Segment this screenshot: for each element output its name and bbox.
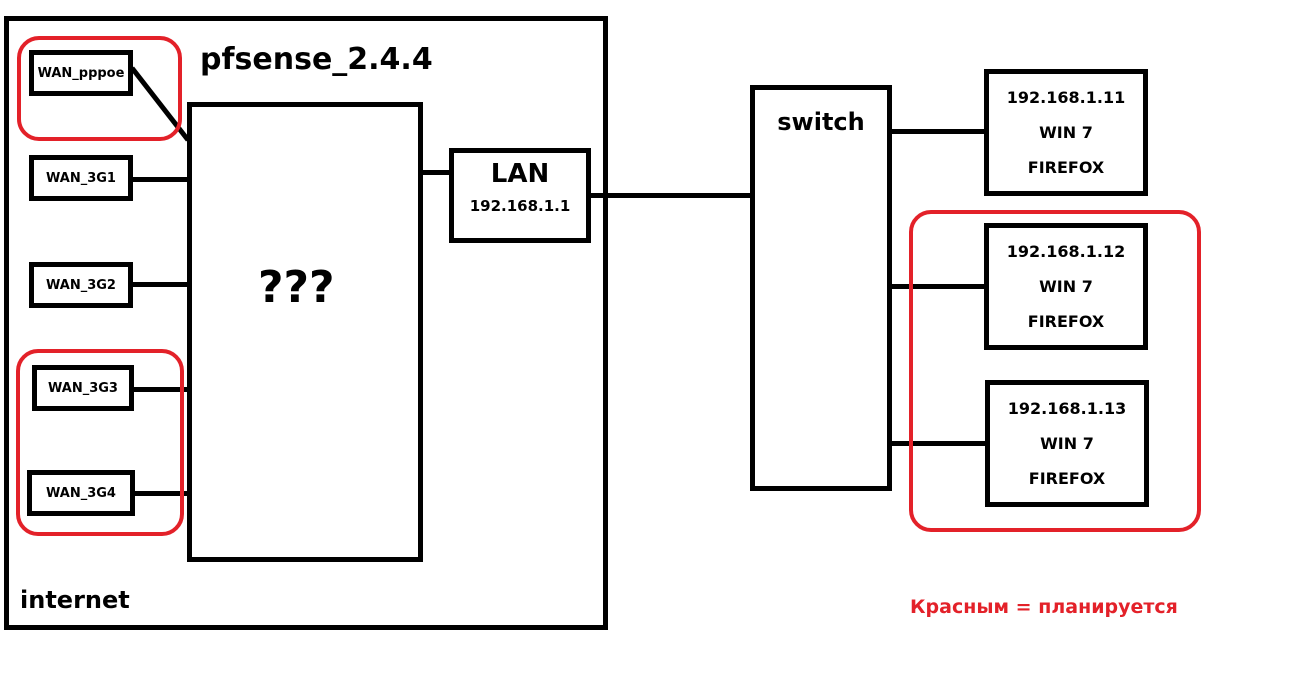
pfsense-title: pfsense_2.4.4 [200,42,433,77]
switch-host1-link [890,129,988,134]
wan-label: WAN_pppoe [37,65,125,81]
core-unknown-label: ??? [258,262,335,313]
wan-box: WAN_3G3 [32,365,134,411]
switch-host3-link [890,441,988,446]
wan-label: WAN_3G1 [46,170,116,186]
host-box: 192.168.1.12 WIN 7 FIREFOX [984,223,1148,350]
wan-label: WAN_3G3 [48,380,118,396]
wan-label: WAN_3G4 [46,485,116,501]
core-to-lan-link [421,170,453,175]
switch-label: switch [777,108,865,136]
host-ip: 192.168.1.11 [1006,88,1126,107]
lan-label: LAN [490,159,550,189]
lan-to-switch-link [589,193,753,198]
switch-host2-link [890,284,988,289]
lan-box: LAN 192.168.1.1 [449,148,591,243]
wan-3g1-link [132,177,189,182]
host-os: WIN 7 [1039,277,1093,296]
wan-box: WAN_3G4 [27,470,135,516]
host-os: WIN 7 [1040,434,1094,453]
host-ip: 192.168.1.13 [1007,399,1127,418]
wan-box: WAN_pppoe [29,50,133,96]
host-ip: 192.168.1.12 [1006,242,1126,261]
planned-group-3g3-3g4 [16,349,184,536]
legend-text: Красным = планируется [910,596,1178,618]
wan-3g3-link [132,387,189,392]
host-browser: FIREFOX [1027,312,1105,331]
host-box: 192.168.1.13 WIN 7 FIREFOX [985,380,1149,507]
wan-box: WAN_3G1 [29,155,133,201]
wan-3g4-link [134,491,189,496]
wan-box: WAN_3G2 [29,262,133,308]
wan-3g2-link [130,282,189,287]
host-browser: FIREFOX [1027,158,1105,177]
switch-box: switch [750,85,892,491]
lan-ip: 192.168.1.1 [469,197,571,215]
host-box: 192.168.1.11 WIN 7 FIREFOX [984,69,1148,196]
host-os: WIN 7 [1039,123,1093,142]
planned-group-pppoe [17,36,182,141]
pfsense-core-box [187,102,423,562]
wan-label: WAN_3G2 [46,277,116,293]
planned-group-hosts [909,210,1201,532]
internet-label: internet [20,586,130,614]
host-browser: FIREFOX [1028,469,1106,488]
